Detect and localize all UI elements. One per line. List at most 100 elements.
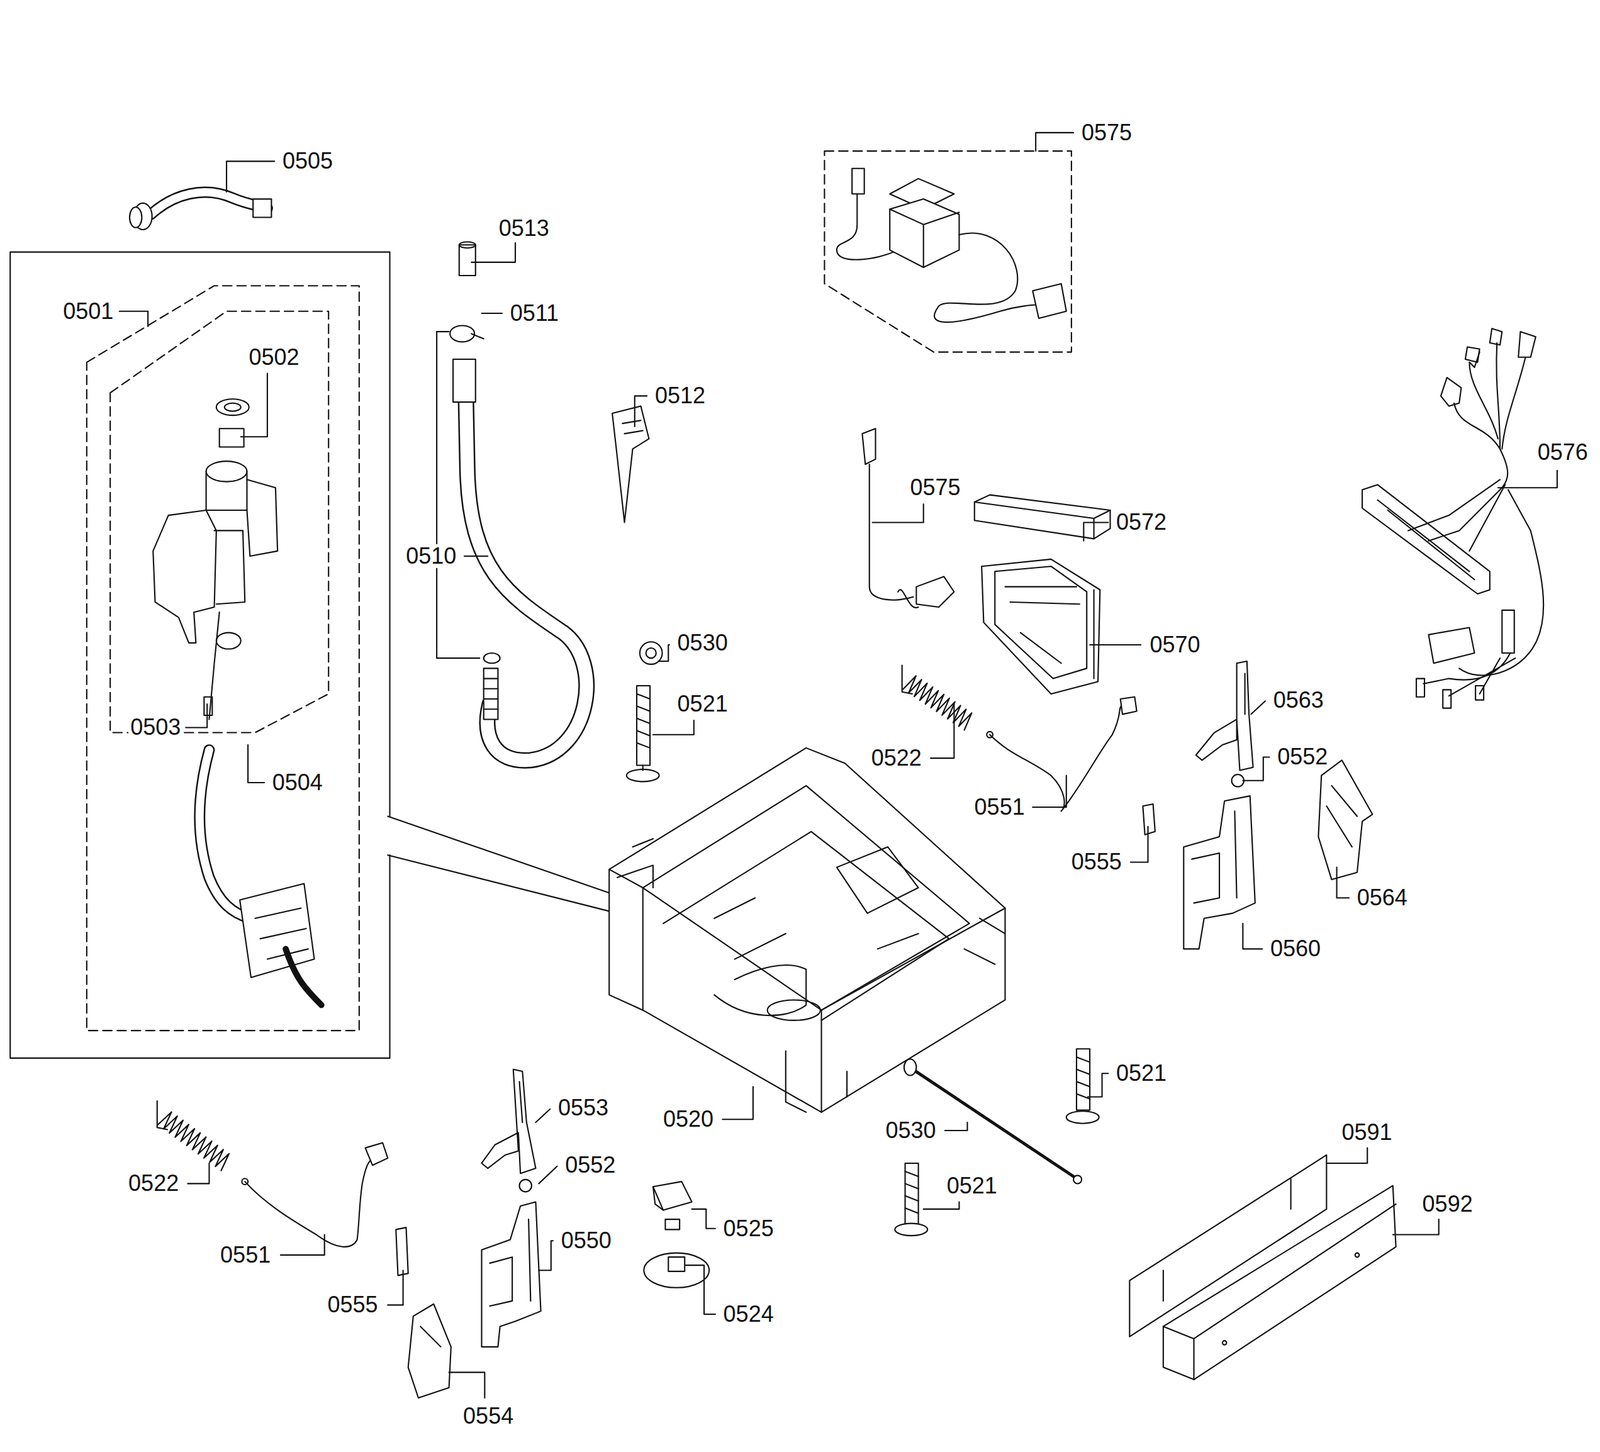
power-cord-box — [836, 168, 1067, 323]
callout-number: 0505 — [280, 149, 335, 174]
aquastop-hose-part — [254, 907, 308, 959]
base-tub-part — [609, 748, 1005, 1113]
leader-lines-part — [1326, 1148, 1368, 1164]
inlet-valve-part — [246, 479, 278, 557]
control-module — [974, 495, 1111, 694]
inlet-valve-part — [206, 461, 248, 482]
callout-number: 0521 — [1114, 1061, 1169, 1086]
group-frame-part — [110, 311, 329, 733]
leader-lines-part — [226, 161, 275, 192]
brackets-part — [1191, 811, 1237, 903]
leader-lines-part — [1393, 1219, 1439, 1235]
leader-lines-part — [387, 1270, 403, 1305]
power-cord-box-part — [889, 198, 959, 268]
brackets-part — [1183, 795, 1256, 949]
hose-0505 — [129, 192, 272, 230]
group-frame-part — [824, 151, 1071, 352]
feet-part — [894, 1223, 928, 1236]
leader-lines-part — [481, 312, 502, 314]
wire-harness-part — [1469, 362, 1498, 440]
cables-part — [986, 731, 993, 739]
callout-number: 0511 — [508, 301, 561, 326]
leader-lines-part — [538, 1240, 554, 1271]
callout-number: 0551 — [218, 1243, 273, 1268]
callout-number: 0502 — [247, 345, 302, 370]
inlet-valve-part — [208, 612, 219, 720]
spring-coil — [157, 1111, 230, 1171]
leader-lines-part — [535, 1109, 550, 1123]
leader-lines-part — [464, 555, 488, 557]
cables-part — [904, 1059, 917, 1076]
cables — [241, 697, 1137, 1248]
group-frame-part — [387, 816, 610, 894]
power-cord-part — [897, 589, 918, 608]
leader-lines-part — [449, 1372, 486, 1399]
feet-part — [642, 765, 644, 771]
control-module-part — [974, 502, 1111, 539]
drain-hose-part — [483, 678, 499, 710]
callout-number: 0504 — [270, 770, 325, 795]
leader-lines — [119, 132, 1558, 1399]
drain-hose-part — [459, 241, 476, 248]
leader-lines-part — [1032, 775, 1067, 808]
base-tub-part — [714, 965, 806, 1016]
callout-number: 0564 — [1355, 885, 1410, 910]
leader-lines-part — [185, 704, 207, 728]
base-tub-part — [617, 838, 654, 888]
callout-number: 0520 — [661, 1107, 716, 1132]
leader-lines-part — [1035, 132, 1074, 152]
callout-number: 0554 — [461, 1404, 516, 1429]
callout-number: 0560 — [1268, 936, 1323, 961]
wire-harness-part — [1475, 685, 1484, 701]
callout-number: 0553 — [556, 1096, 611, 1120]
wire-harness-part — [1440, 352, 1480, 407]
leader-lines-part — [1250, 700, 1266, 715]
leader-lines-part — [247, 744, 265, 783]
parts-illustration-part — [10, 132, 1558, 1399]
kick-panels-part — [1163, 1186, 1397, 1380]
wire-harness-part — [1442, 689, 1451, 708]
callout-number: 0555 — [325, 1292, 380, 1317]
brackets-part — [1318, 760, 1373, 880]
power-cord-box-part — [889, 209, 959, 268]
callout-number: 0521 — [675, 692, 730, 717]
callout-number: 0522 — [126, 1171, 181, 1196]
spring-hook — [157, 1101, 168, 1130]
wire-harness-part — [1423, 653, 1516, 696]
group-frame-part — [86, 285, 360, 1031]
feet-part — [626, 769, 660, 782]
leader-lines-part — [436, 331, 480, 659]
hose-0505-part — [151, 192, 268, 215]
leader-lines-part — [1083, 522, 1108, 541]
float-and-disc-part — [665, 1219, 680, 1230]
base-tub-part — [767, 999, 821, 1020]
callout-number: 0530 — [883, 1118, 939, 1143]
drain-hose-part — [453, 359, 476, 403]
kick-panels-part — [1355, 1253, 1360, 1258]
leader-lines-part — [653, 720, 694, 735]
leader-lines-part — [240, 373, 268, 438]
kick-panels-part — [1222, 1340, 1227, 1345]
power-cord-part — [861, 428, 876, 465]
leader-lines-part — [1130, 826, 1149, 863]
feet-part — [636, 693, 650, 749]
wire-harness-part — [1428, 627, 1475, 664]
inlet-valve-part — [152, 510, 217, 644]
inlet-valve-part — [224, 403, 241, 412]
brackets-part — [489, 1219, 531, 1307]
cables-part — [241, 1178, 248, 1185]
drain-hose-part — [459, 244, 476, 276]
callout-number: 0550 — [559, 1228, 614, 1253]
wire-harness-part — [1362, 484, 1490, 594]
leader-lines-part — [872, 503, 924, 523]
spring-coil — [902, 675, 972, 730]
feet-part — [905, 1163, 919, 1225]
leader-lines-part — [1498, 470, 1558, 489]
base-tub-part — [785, 1051, 847, 1113]
power-cord-box-part — [1032, 283, 1067, 319]
leader-lines-part — [722, 1086, 754, 1120]
callout-number: 0551 — [972, 795, 1027, 820]
wire-harness-part — [1496, 342, 1500, 450]
base-tub-part — [821, 1010, 823, 1113]
